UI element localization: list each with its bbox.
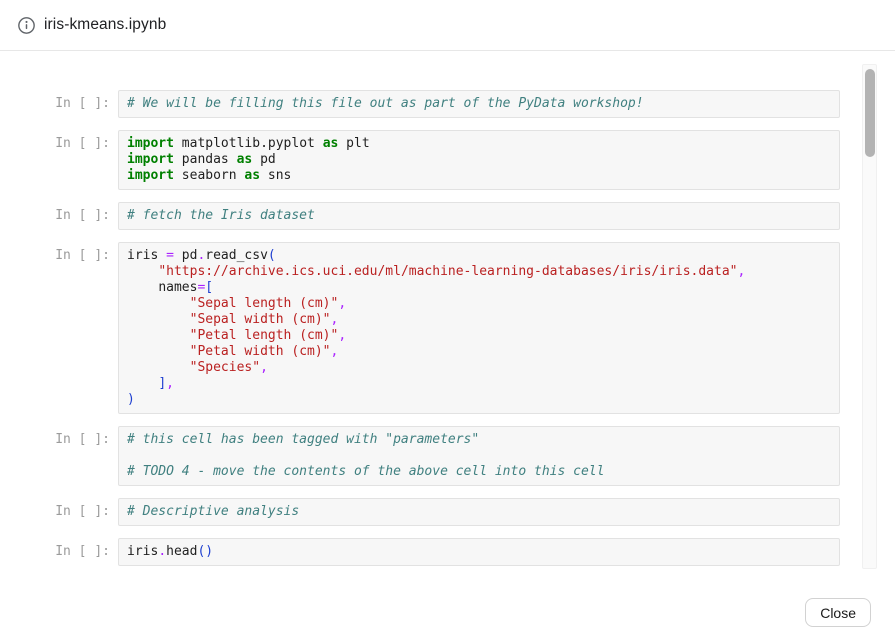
notebook-cell: In [ ]: # Descriptive analysis	[55, 498, 840, 526]
cell-prompt: In [ ]:	[55, 248, 110, 263]
cell-code: # Descriptive analysis	[118, 498, 840, 526]
modal-header: iris-kmeans.ipynb	[0, 0, 895, 51]
cell-code: iris = pd.read_csv( "https://archive.ics…	[118, 242, 840, 414]
notebook-cell: In [ ]: # fetch the Iris dataset	[55, 202, 840, 230]
scrollbar-thumb[interactable]	[865, 69, 875, 157]
cell-prompt: In [ ]:	[55, 96, 110, 111]
cell-prompt: In [ ]:	[55, 432, 110, 447]
notebook-filename: iris-kmeans.ipynb	[44, 16, 167, 33]
scrollbar-track[interactable]	[862, 64, 877, 569]
cell-prompt: In [ ]:	[55, 504, 110, 519]
notebook-cells: In [ ]: # We will be filling this file o…	[0, 52, 895, 576]
cell-prompt: In [ ]:	[55, 208, 110, 223]
cell-code: # We will be filling this file out as pa…	[118, 90, 840, 118]
notebook-cell: In [ ]: iris.head()	[55, 538, 840, 566]
cell-code: iris.head()	[118, 538, 840, 566]
notebook-cell: In [ ]: # this cell has been tagged with…	[55, 426, 840, 486]
cell-code: # this cell has been tagged with "parame…	[118, 426, 840, 486]
cell-code: # fetch the Iris dataset	[118, 202, 840, 230]
notebook-viewer: In [ ]: # We will be filling this file o…	[0, 52, 895, 576]
close-button[interactable]: Close	[805, 598, 871, 627]
notebook-cell: In [ ]: iris = pd.read_csv( "https://arc…	[55, 242, 840, 414]
cell-prompt: In [ ]:	[55, 544, 110, 559]
info-icon	[18, 16, 35, 34]
cell-prompt: In [ ]:	[55, 136, 110, 151]
notebook-cell: In [ ]: # We will be filling this file o…	[55, 90, 840, 118]
